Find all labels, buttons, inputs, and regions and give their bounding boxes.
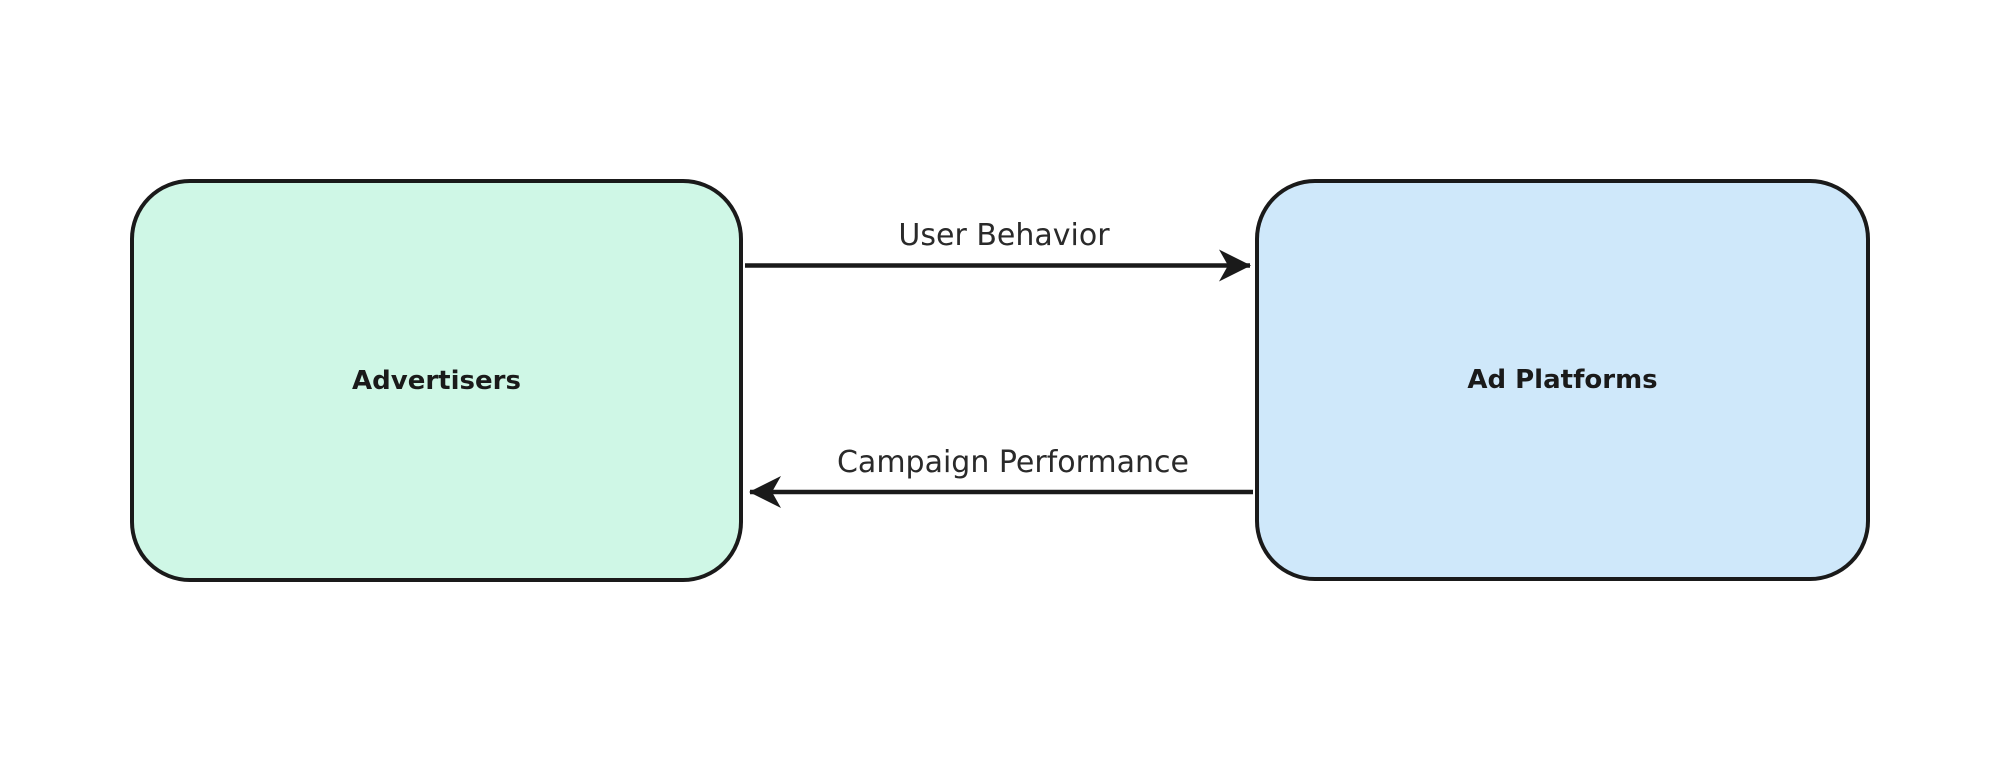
- node-ad-platforms: Ad Platforms: [1255, 179, 1870, 581]
- edge-label-user-behavior: User Behavior: [898, 218, 1110, 253]
- edge-label-campaign-performance: Campaign Performance: [836, 445, 1190, 480]
- node-ad-platforms-label: Ad Platforms: [1467, 365, 1658, 395]
- node-advertisers: Advertisers: [130, 179, 743, 582]
- node-advertisers-label: Advertisers: [352, 365, 521, 396]
